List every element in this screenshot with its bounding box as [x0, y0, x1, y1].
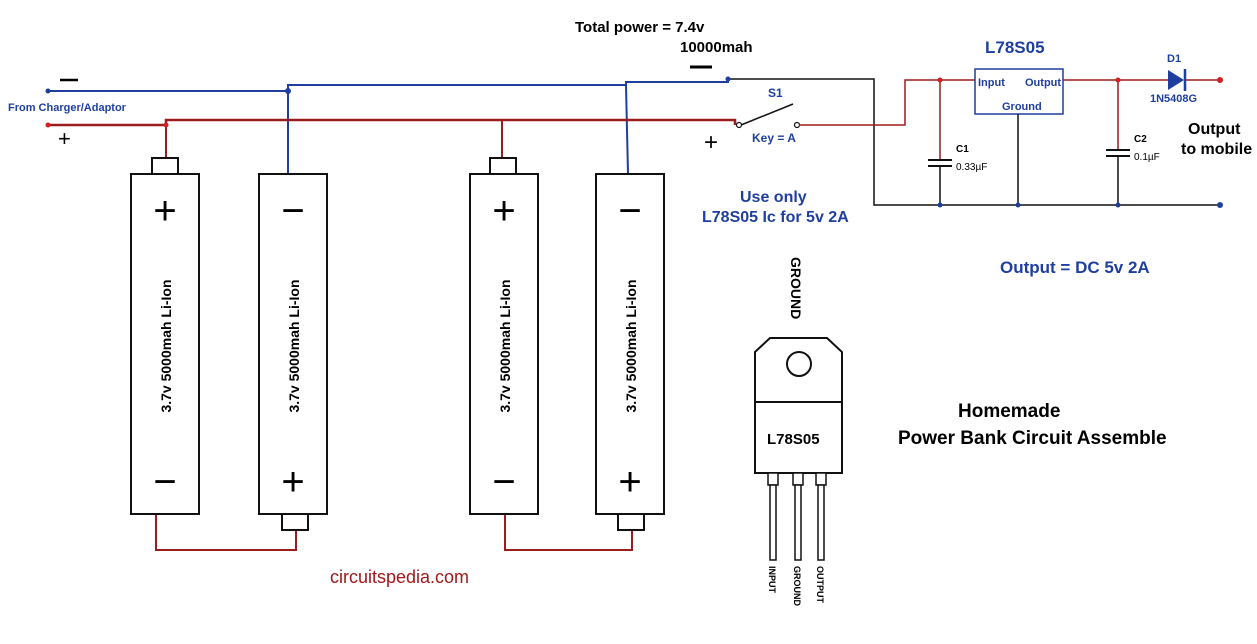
junction-dot — [1115, 77, 1121, 83]
series-link-1 — [155, 514, 297, 551]
battery-body — [469, 173, 539, 515]
package-pin-input — [767, 472, 779, 486]
input-plus-sign: + — [58, 126, 71, 151]
c2-value: 0.1µF — [1134, 152, 1160, 163]
site-label: circuitspedia.com — [330, 567, 469, 587]
regulator-output-pin: Output — [1025, 77, 1061, 89]
package-mount-hole — [786, 351, 812, 377]
battery-label: 3.7v 5000mah Li-Ion — [158, 279, 174, 412]
battery-cell: − +3.7v 5000mah Li-Ion — [258, 173, 328, 531]
c1-name: C1 — [956, 144, 969, 155]
use-only-note-2: L78S05 Ic for 5v 2A — [702, 209, 849, 226]
battery-group: + − 3.7v 5000mah Li-Ion − +3.7v 5000mah Li-I… — [130, 157, 665, 531]
switch-name: S1 — [768, 86, 783, 100]
package-pin-ground — [792, 472, 804, 486]
switch-contact-left — [735, 121, 743, 129]
regulator-package: GROUND L78S05 INPUT GROUND OUTPUT — [754, 257, 843, 606]
regulator-input-pin: Input — [978, 77, 1005, 89]
package-lead-input — [769, 484, 777, 561]
series-link-2 — [504, 514, 633, 551]
total-power-label: Total power = 7.4v — [575, 19, 705, 36]
regulator-ground-pin: Ground — [1002, 101, 1042, 113]
package-lead-output — [817, 484, 825, 561]
junction-dot — [1217, 77, 1223, 83]
package-label: L78S05 — [767, 431, 820, 448]
junction-dot — [1217, 202, 1223, 208]
battery-bottom-sign: − — [492, 460, 515, 504]
switch-key-label: Key = A — [752, 131, 796, 145]
junction-dot — [937, 77, 943, 83]
battery-body — [595, 173, 665, 515]
battery-cell: + − 3.7v 5000mah Li-Ion — [130, 157, 200, 515]
battery-bottom-sign: + — [281, 460, 304, 504]
input-source-label: From Charger/Adaptor — [8, 102, 127, 114]
junction-dot — [45, 88, 51, 94]
positive-bus-wire — [48, 118, 737, 127]
battery-terminal-cap — [489, 157, 517, 175]
package-body — [754, 401, 843, 474]
output-label-line1: Output — [1188, 121, 1241, 138]
switch-lever — [740, 103, 794, 126]
title-line2: Power Bank Circuit Assemble — [898, 428, 1167, 449]
battery-label: 3.7v 5000mah Li-Ion — [286, 279, 302, 412]
capacity-label: 10000mah — [680, 39, 753, 56]
battery-body — [130, 173, 200, 515]
battery-bottom-sign: − — [153, 460, 176, 504]
package-top-pin-label: GROUND — [788, 257, 804, 319]
battery-terminal-cap — [281, 513, 309, 531]
diode-name: D1 — [1167, 53, 1181, 65]
junction-dot — [45, 122, 51, 128]
switch-plus-sign: + — [704, 129, 718, 156]
use-only-note-1: Use only — [740, 189, 807, 206]
battery-terminal-cap — [617, 513, 645, 531]
switch-output-wire — [799, 79, 975, 126]
package-pin-label-ground: GROUND — [792, 566, 802, 606]
battery-bottom-sign: + — [618, 460, 641, 504]
package-lead-ground — [794, 484, 802, 561]
battery-top-sign: − — [618, 189, 641, 233]
junction-dot — [285, 88, 291, 94]
package-pin-label-output: OUTPUT — [815, 566, 825, 604]
battery-top-sign: − — [281, 189, 304, 233]
c2-name: C2 — [1134, 134, 1147, 145]
title-line1: Homemade — [958, 401, 1060, 422]
negative-output-wire — [728, 78, 1220, 206]
junction-dot — [725, 76, 731, 82]
battery-label: 3.7v 5000mah Li-Ion — [623, 279, 639, 412]
battery4-negative-wire — [625, 84, 629, 175]
diode-symbol — [1168, 70, 1184, 90]
regulator-title: L78S05 — [985, 38, 1045, 57]
junction-dot — [1115, 202, 1121, 208]
battery-top-sign: + — [492, 189, 515, 233]
battery-label: 3.7v 5000mah Li-Ion — [497, 279, 513, 412]
junction-dot — [937, 202, 943, 208]
battery-cell: − +3.7v 5000mah Li-Ion — [595, 173, 665, 531]
c1-value: 0.33µF — [956, 162, 987, 173]
battery-cell: + − 3.7v 5000mah Li-Ion — [469, 157, 539, 515]
output-spec: Output = DC 5v 2A — [1000, 258, 1150, 277]
junction-dot — [1015, 202, 1021, 208]
switch-contact-right — [793, 121, 801, 129]
battery-body — [258, 173, 328, 515]
output-label-line2: to mobile — [1181, 141, 1252, 158]
package-pin-label-input: INPUT — [767, 566, 777, 594]
diode-part: 1N5408G — [1150, 93, 1197, 105]
battery-top-sign: + — [153, 189, 176, 233]
negative-bus-wire-2 — [287, 79, 729, 91]
battery-terminal-cap — [151, 157, 179, 175]
package-pin-output — [815, 472, 827, 486]
regulator-box — [974, 68, 1064, 115]
junction-dot — [163, 122, 169, 128]
